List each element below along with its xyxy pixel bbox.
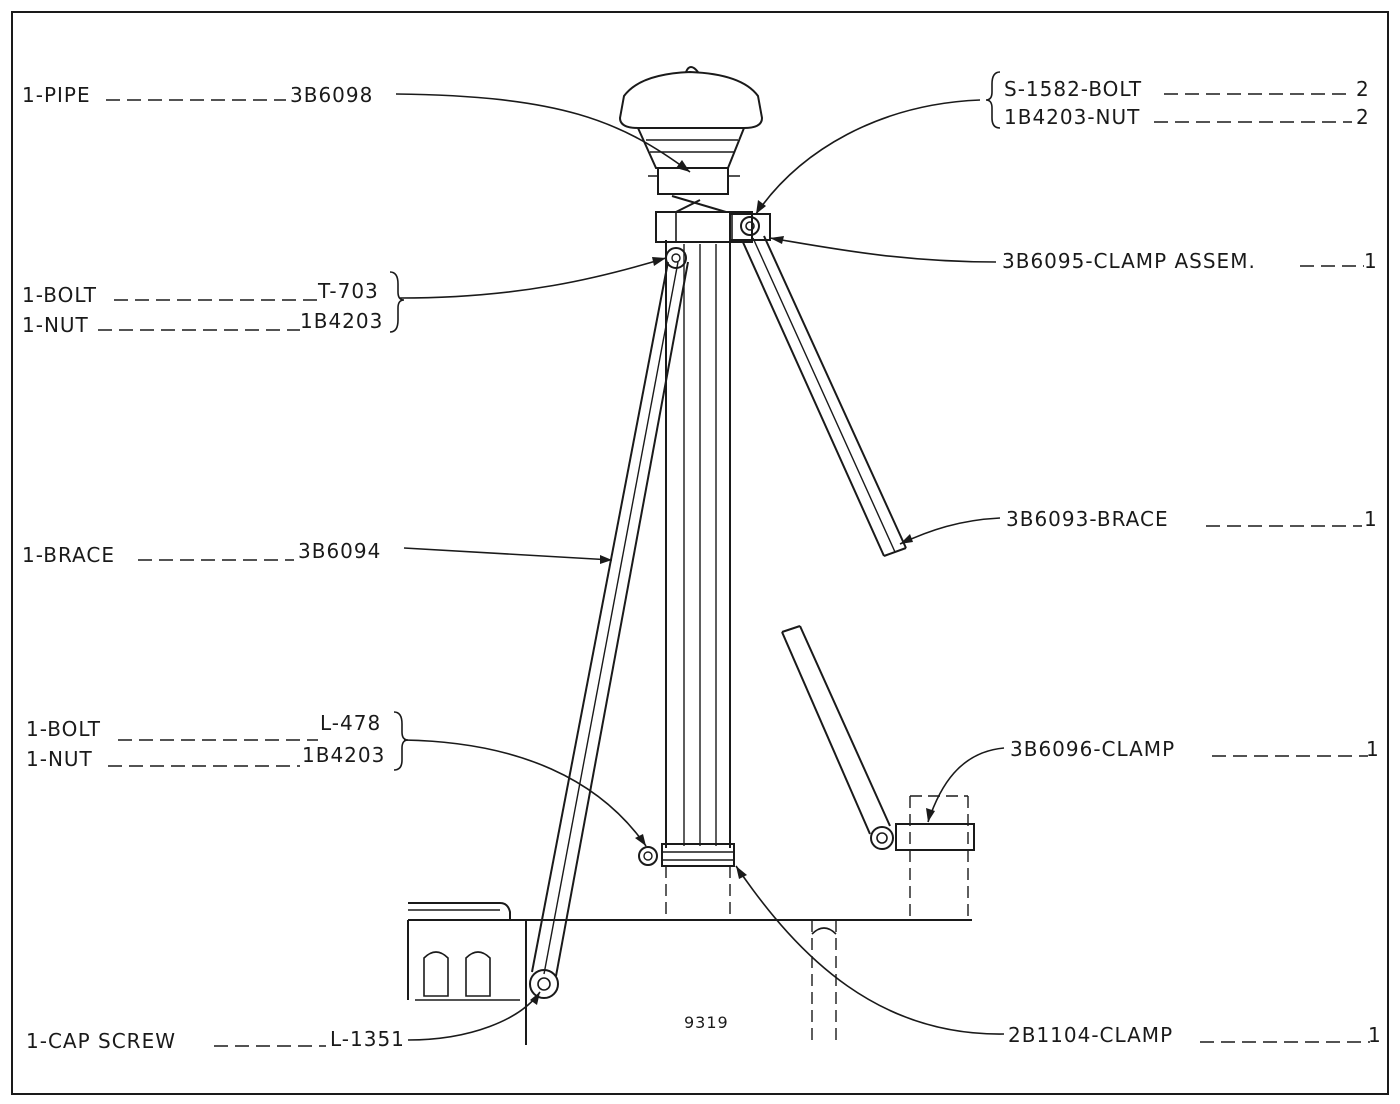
drawing-number: 9319 [684, 1013, 729, 1032]
label-bolt-top-right-qty: 2 [1356, 77, 1370, 101]
label-brace-left-number: 3B6094 [298, 539, 381, 563]
pipe-bottom-clamp [638, 843, 735, 920]
labels: 1-PIPE 3B6098 S-1582-BOLT 2 1B4203-NUT 2… [22, 77, 1382, 1053]
label-clamp-right-qty: 1 [1366, 737, 1380, 761]
brace-left [529, 247, 689, 999]
clamp-bolt-top-right [729, 213, 771, 241]
label-dashes [98, 93, 1370, 1047]
vertical-pipe [655, 195, 753, 848]
label-nut-lower-left-number: 1B4203 [302, 743, 385, 767]
label-clamp-assem-part: 3B6095-CLAMP ASSEM. [1002, 249, 1256, 273]
label-nut-lower-left-part: 1-NUT [26, 747, 93, 771]
label-cap-screw-part: 1-CAP SCREW [26, 1029, 176, 1053]
label-nut-upper-left-number: 1B4203 [300, 309, 383, 333]
label-brace-left-part: 1-BRACE [22, 543, 115, 567]
engine-block [407, 902, 972, 1045]
label-bolt-top-right-part: S-1582-BOLT [1004, 77, 1142, 101]
label-nut-upper-left-part: 1-NUT [22, 313, 89, 337]
label-bolt-upper-left-part: 1-BOLT [22, 283, 97, 307]
leader-lines [395, 93, 1005, 1041]
label-pipe-number: 3B6098 [290, 83, 373, 107]
label-clamp-bottom-part: 2B1104-CLAMP [1008, 1023, 1173, 1047]
brace-lower-right [781, 625, 975, 920]
label-brace-right-part: 3B6093-BRACE [1006, 507, 1169, 531]
label-bolt-lower-left-part: 1-BOLT [26, 717, 101, 741]
label-bolt-lower-left-number: L-478 [320, 711, 381, 735]
label-brace-right-qty: 1 [1364, 507, 1378, 531]
label-clamp-right-part: 3B6096-CLAMP [1010, 737, 1175, 761]
brackets [389, 71, 1001, 771]
label-nut-top-right-qty: 2 [1356, 105, 1370, 129]
label-clamp-bottom-qty: 1 [1368, 1023, 1382, 1047]
label-bolt-upper-left-number: T-703 [317, 279, 379, 303]
label-clamp-assem-qty: 1 [1364, 249, 1378, 273]
label-cap-screw-number: L-1351 [330, 1027, 405, 1051]
label-nut-top-right-part: 1B4203-NUT [1004, 105, 1140, 129]
brace-right [741, 235, 907, 557]
air-cleaner-cap [618, 66, 764, 195]
drawing-border [11, 11, 1389, 1095]
label-pipe-part: 1-PIPE [22, 83, 91, 107]
